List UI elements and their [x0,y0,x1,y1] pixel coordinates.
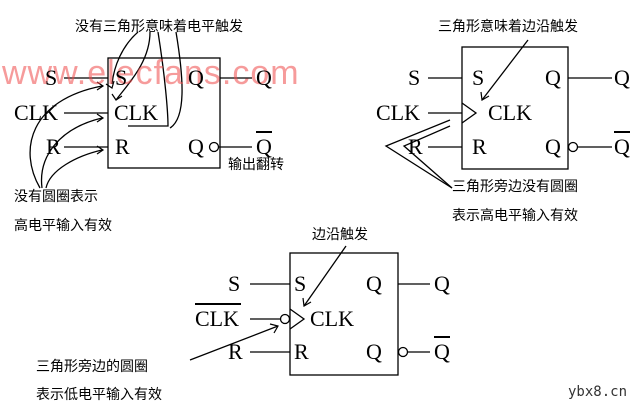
note-triangle-no-circle-line1: 三角形旁边没有圆圈 [452,179,578,195]
note-triangle-edge: 三角形意味着边沿触发 [438,19,578,35]
ff-top-right-s-box-label: S [472,65,485,90]
arrow-edge-bottom [303,245,347,307]
ff-top-right-r-box-label: R [472,134,487,159]
arrow-no-circle-outer [384,119,453,189]
ff-top-right-clk-triangle [461,102,478,124]
note-circle-line2: 表示低电平输入有效 [36,387,162,403]
ff-bottom-clk-bubble [279,313,291,325]
ff-top-left-r-pin-label: R [46,134,61,159]
ff-bottom-qbar-bubble [397,346,409,358]
ff-top-left-clk-pin-label: CLK [14,100,58,125]
arrowhead-clk [111,93,123,101]
arrow-edge-note [481,39,529,101]
ff-top-right-r-pin-label: R [408,134,423,159]
ff-bottom-q-box-label: Q [366,271,382,296]
ff-bottom-qbar-overline [434,336,450,338]
ff-top-right-s-pin-label: S [408,65,421,90]
ff-bottom-box [289,252,399,376]
arrowhead-circle-s [96,81,105,91]
ff-top-right-q-pin-label: Q [614,65,630,90]
arrow-circle-bottom [189,325,279,361]
watermark-text: www.elecfans.com [2,54,300,92]
ff-top-right-clk-box-label: CLK [488,100,532,125]
ff-bottom-clk-overline [195,303,241,305]
arrowhead-circle-bottom [269,323,279,334]
arrow-circle-to-r [45,149,103,189]
note-no-circle-line2: 高电平输入有效 [14,218,112,234]
note-output-inverted: 输出翻转 [228,157,284,173]
ff-bottom-qbar-pin-label: Q [434,339,450,364]
ff-top-left-q-box-label: Q [188,65,204,90]
ff-top-left-qbar-pin-label: Q [256,134,272,159]
ff-top-left-q-pin-label: Q [256,65,272,90]
arrow-circle-to-s [29,85,103,189]
ff-top-right-box [461,46,569,170]
arrowhead-edge [480,91,490,101]
arrow-note-to-clk-low [128,31,169,127]
note-circle-line1: 三角形旁边的圆圈 [36,359,148,375]
ff-bottom-qbar-box-label: Q [366,339,382,364]
ff-top-left-qbar-overline [256,131,272,133]
ff-top-right-q-box-label: Q [545,65,561,90]
arrowhead-circle-r [96,145,105,155]
ff-bottom-clk-pin-label: CLK [195,306,239,331]
ff-top-left-s-pin-label: S [45,65,58,90]
ff-top-right-qbar-bubble [567,141,579,153]
ff-bottom-r-pin-label: R [228,339,243,364]
note-triangle-no-circle-line2: 表示高电平输入有效 [452,208,578,224]
ff-bottom-q-pin-label: Q [434,271,450,296]
site-label: ybx8.cn [568,384,628,400]
arrow-no-circle-inner [402,125,453,189]
note-no-circle-line1: 没有圆圈表示 [14,189,98,205]
arrowhead-edge-bottom [302,297,312,307]
arrowhead-s [105,80,115,89]
ff-top-right-qbar-pin-label: Q [614,134,630,159]
ff-top-right-qbar-box-label: Q [545,134,561,159]
ff-top-right-clk-pin-label: CLK [376,100,420,125]
note-no-triangle: 没有三角形意味着电平触发 [75,19,243,35]
arrow-note-to-s [111,31,139,85]
arrow-note-to-clk [115,31,151,101]
ff-bottom-r-box-label: R [294,339,309,364]
ff-bottom-s-pin-label: S [228,271,241,296]
ff-top-left-qbar-box-label: Q [188,134,204,159]
ff-top-left-s-box-label: S [115,65,128,90]
arrow-note-to-box [169,31,183,129]
ff-bottom-clk-triangle [289,308,306,330]
ff-top-left-clk-box-label: CLK [114,100,158,125]
ff-top-left-qbar-bubble [208,141,220,153]
note-edge: 边沿触发 [312,227,368,243]
ff-top-left-r-box-label: R [115,134,130,159]
arrow-circle-to-clk [40,117,103,189]
ff-top-right-qbar-overline [614,131,630,133]
ff-bottom-s-box-label: S [294,271,307,296]
ff-bottom-clk-box-label: CLK [310,306,354,331]
arrowhead-circle-clk [96,113,105,123]
